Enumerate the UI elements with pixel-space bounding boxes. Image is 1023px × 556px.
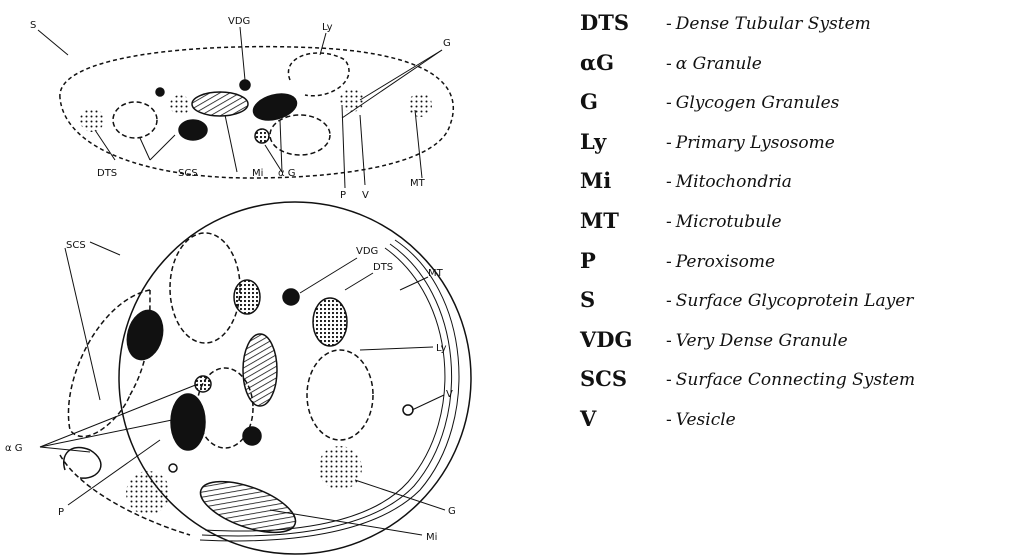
legend-row: Ly -Primary Lysosome bbox=[580, 129, 1020, 169]
bottom-label-vdg: VDG bbox=[356, 246, 378, 257]
top-label-vdg: VDG bbox=[228, 16, 250, 27]
top-label-g: G bbox=[443, 38, 451, 49]
top-alpha-granule bbox=[179, 120, 207, 140]
top-label-ag: α G bbox=[278, 168, 296, 179]
legend-abbr: αG bbox=[580, 50, 614, 76]
legend-row: Mi -Mitochondria bbox=[580, 168, 1020, 208]
bottom-scs-ellipse bbox=[307, 350, 373, 440]
top-granule bbox=[255, 129, 269, 143]
legend-definition: -Microtubule bbox=[666, 209, 782, 235]
bottom-alpha-granule bbox=[171, 394, 205, 450]
bottom-alpha-granule bbox=[122, 306, 168, 363]
top-label-v: V bbox=[362, 190, 369, 201]
top-label-mt: MT bbox=[410, 178, 426, 189]
bottom-label-mi: Mi bbox=[426, 532, 437, 543]
top-scs-loop bbox=[113, 102, 157, 138]
legend-definition: -Vesicle bbox=[666, 407, 736, 433]
bottom-label-scs: SCS bbox=[66, 240, 86, 251]
bottom-cell bbox=[40, 202, 471, 554]
legend-abbr: DTS bbox=[580, 10, 629, 36]
top-alpha-granule bbox=[251, 90, 300, 125]
bottom-label-g: G bbox=[448, 506, 456, 517]
legend-abbr: SCS bbox=[580, 366, 627, 392]
bottom-label-dts: DTS bbox=[373, 262, 393, 273]
top-cell bbox=[38, 27, 453, 188]
legend-abbr: V bbox=[580, 406, 596, 432]
legend-definition: -Surface Connecting System bbox=[666, 367, 915, 393]
bottom-scs-pseudopod bbox=[68, 290, 150, 437]
top-granule bbox=[156, 88, 164, 96]
legend-definition: -Glycogen Granules bbox=[666, 90, 839, 116]
legend-row: DTS -Dense Tubular System bbox=[580, 10, 1020, 50]
legend-row: P -Peroxisome bbox=[580, 248, 1020, 288]
legend-row: S -Surface Glycoprotein Layer bbox=[580, 287, 1020, 327]
legend: DTS -Dense Tubular System αG -α Granule … bbox=[580, 10, 1020, 446]
bottom-glycogen-patch bbox=[126, 471, 170, 515]
top-label-scs: SCS bbox=[178, 168, 198, 179]
legend-definition: -Mitochondria bbox=[666, 169, 792, 195]
legend-abbr: MT bbox=[580, 208, 619, 234]
top-label-ly: Ly bbox=[322, 22, 333, 33]
top-dots-patch bbox=[170, 95, 190, 115]
top-mt-patch bbox=[408, 93, 432, 117]
bottom-dts-lower-left bbox=[60, 455, 190, 535]
top-label-mi: Mi bbox=[252, 168, 263, 179]
legend-definition: -Primary Lysosome bbox=[666, 130, 835, 156]
legend-definition: -α Granule bbox=[666, 51, 762, 77]
legend-abbr: G bbox=[580, 89, 598, 115]
legend-row: αG -α Granule bbox=[580, 50, 1020, 90]
legend-abbr: VDG bbox=[580, 327, 632, 353]
top-label-s: S bbox=[30, 20, 36, 31]
bottom-vesicle bbox=[169, 464, 177, 472]
legend-definition: -Surface Glycoprotein Layer bbox=[666, 288, 913, 314]
platelet-diagram: S VDG Ly G DTS SCS Mi α G P V MT bbox=[0, 0, 560, 556]
bottom-label-mt: MT bbox=[428, 268, 444, 279]
legend-abbr: P bbox=[580, 248, 596, 274]
legend-row: MT -Microtubule bbox=[580, 208, 1020, 248]
top-mitochondrion bbox=[192, 92, 248, 116]
top-scs-loop bbox=[270, 115, 330, 155]
legend-definition: -Dense Tubular System bbox=[666, 11, 871, 37]
bottom-vesicle bbox=[403, 405, 413, 415]
bottom-alpha-pseudopod bbox=[64, 448, 101, 479]
bottom-label-ly: Ly bbox=[436, 343, 447, 354]
legend-abbr: S bbox=[580, 287, 595, 313]
legend-abbr: Mi bbox=[580, 168, 611, 194]
bottom-lysosome bbox=[313, 298, 347, 346]
legend-definition: -Very Dense Granule bbox=[666, 328, 848, 354]
bottom-mitochondrion bbox=[243, 334, 277, 406]
bottom-vdg bbox=[283, 289, 299, 305]
bottom-label-ag: α G bbox=[5, 443, 23, 454]
legend-row: V -Vesicle bbox=[580, 406, 1020, 446]
bottom-alpha-granule bbox=[234, 280, 260, 314]
legend-abbr: Ly bbox=[580, 129, 606, 155]
bottom-label-p: P bbox=[58, 507, 64, 518]
legend-row: VDG -Very Dense Granule bbox=[580, 327, 1020, 367]
bottom-label-v: V bbox=[446, 389, 453, 400]
top-label-dts: DTS bbox=[97, 168, 117, 179]
legend-row: SCS -Surface Connecting System bbox=[580, 366, 1020, 406]
top-vdg bbox=[240, 80, 250, 90]
bottom-vdg bbox=[243, 427, 261, 445]
top-dts-patch bbox=[80, 108, 104, 132]
bottom-scs-ellipse bbox=[170, 233, 240, 343]
bottom-glycogen-patch bbox=[318, 446, 362, 490]
top-label-p: P bbox=[340, 190, 346, 201]
legend-definition: -Peroxisome bbox=[666, 249, 775, 275]
top-lysosome-outline bbox=[288, 53, 349, 96]
legend-row: G -Glycogen Granules bbox=[580, 89, 1020, 129]
